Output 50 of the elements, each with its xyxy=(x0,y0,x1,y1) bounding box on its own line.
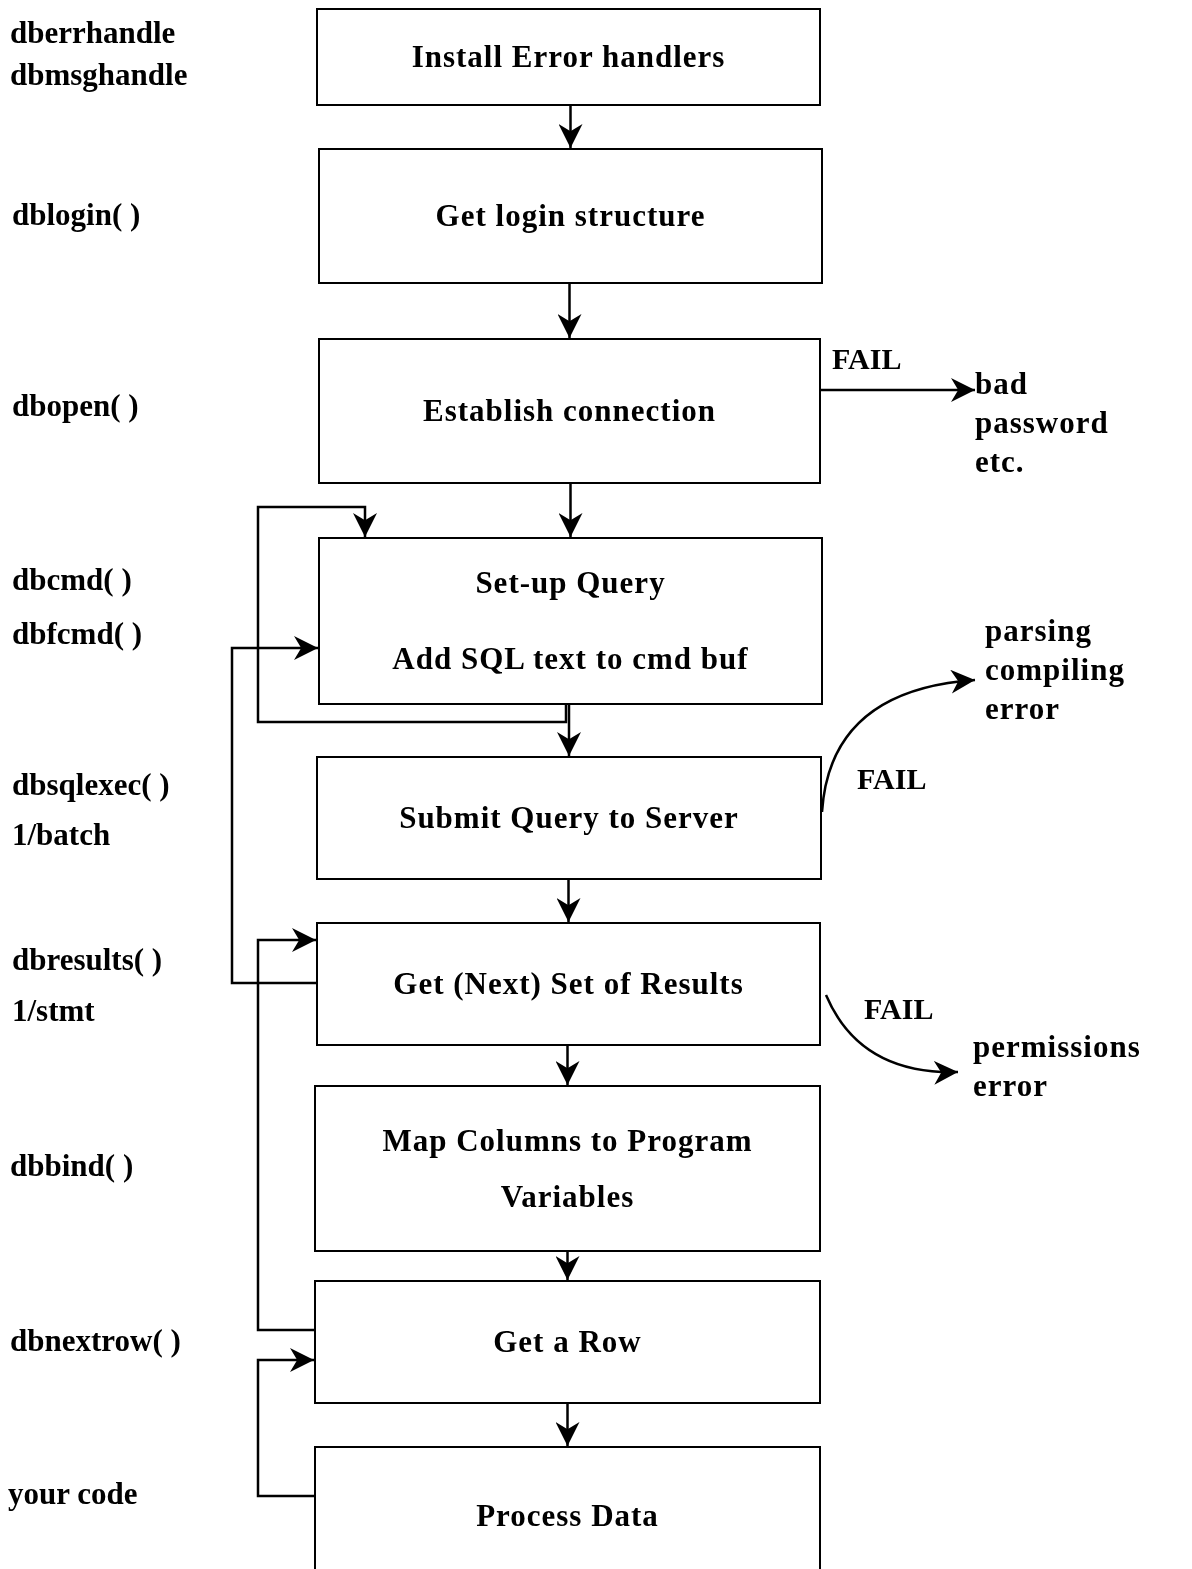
box-text: Install Error handlers xyxy=(411,38,726,77)
arrow xyxy=(556,880,581,922)
box-text: Get a Row xyxy=(493,1323,642,1362)
function-label: dbresults( ) xyxy=(12,942,163,978)
arrow xyxy=(557,705,581,756)
process-box xyxy=(314,1446,821,1569)
box-text: Get (Next) Set of Results xyxy=(393,965,744,1004)
box-text: Set-up Query xyxy=(475,564,666,603)
arrow xyxy=(558,106,583,148)
box-text: Establish connection xyxy=(423,392,716,431)
arrow xyxy=(555,1046,580,1085)
arrow xyxy=(558,484,583,537)
function-label: dbopen( ) xyxy=(12,388,139,424)
arrow xyxy=(256,1348,314,1498)
arrow xyxy=(557,284,582,338)
function-label: 1/stmt xyxy=(12,993,95,1029)
process-box xyxy=(314,1085,821,1252)
function-label: your code xyxy=(8,1476,138,1512)
process-box xyxy=(314,1280,821,1404)
arrow xyxy=(821,378,975,402)
function-label: dbcmd( ) xyxy=(12,562,132,598)
arrow xyxy=(256,505,568,724)
process-box xyxy=(316,922,821,1046)
process-box xyxy=(318,537,823,705)
process-box xyxy=(316,8,821,106)
process-box xyxy=(316,756,822,880)
function-label: dbnextrow( ) xyxy=(10,1323,181,1359)
outcome-text: permissions error xyxy=(973,1028,1188,1118)
function-label: dbfcmd( ) xyxy=(12,616,143,652)
arrow xyxy=(824,994,958,1084)
function-label: dblogin( ) xyxy=(12,197,141,233)
function-label: dbsqlexec( ) xyxy=(12,767,170,803)
function-label: dbmsghandle xyxy=(10,57,188,93)
box-text: Map Columns to Program Variables xyxy=(381,1121,754,1216)
outcome-text: parsing compiling error xyxy=(985,612,1185,752)
process-box xyxy=(318,148,823,284)
box-text: Process Data xyxy=(476,1497,659,1536)
box-text: Add SQL text to cmd buf xyxy=(392,640,749,678)
process-box xyxy=(318,338,821,484)
function-label: dbbind( ) xyxy=(10,1148,134,1184)
box-text: Submit Query to Server xyxy=(399,799,739,838)
function-label: 1/batch xyxy=(12,817,111,853)
arrow xyxy=(555,1404,580,1446)
arrow xyxy=(555,1252,580,1280)
arrow xyxy=(256,928,316,1332)
outcome-text: bad password etc. xyxy=(975,365,1165,485)
arrow xyxy=(820,670,976,813)
box-text: Get login structure xyxy=(435,197,706,236)
function-label: dberrhandle xyxy=(10,15,176,51)
arrow xyxy=(230,636,318,985)
